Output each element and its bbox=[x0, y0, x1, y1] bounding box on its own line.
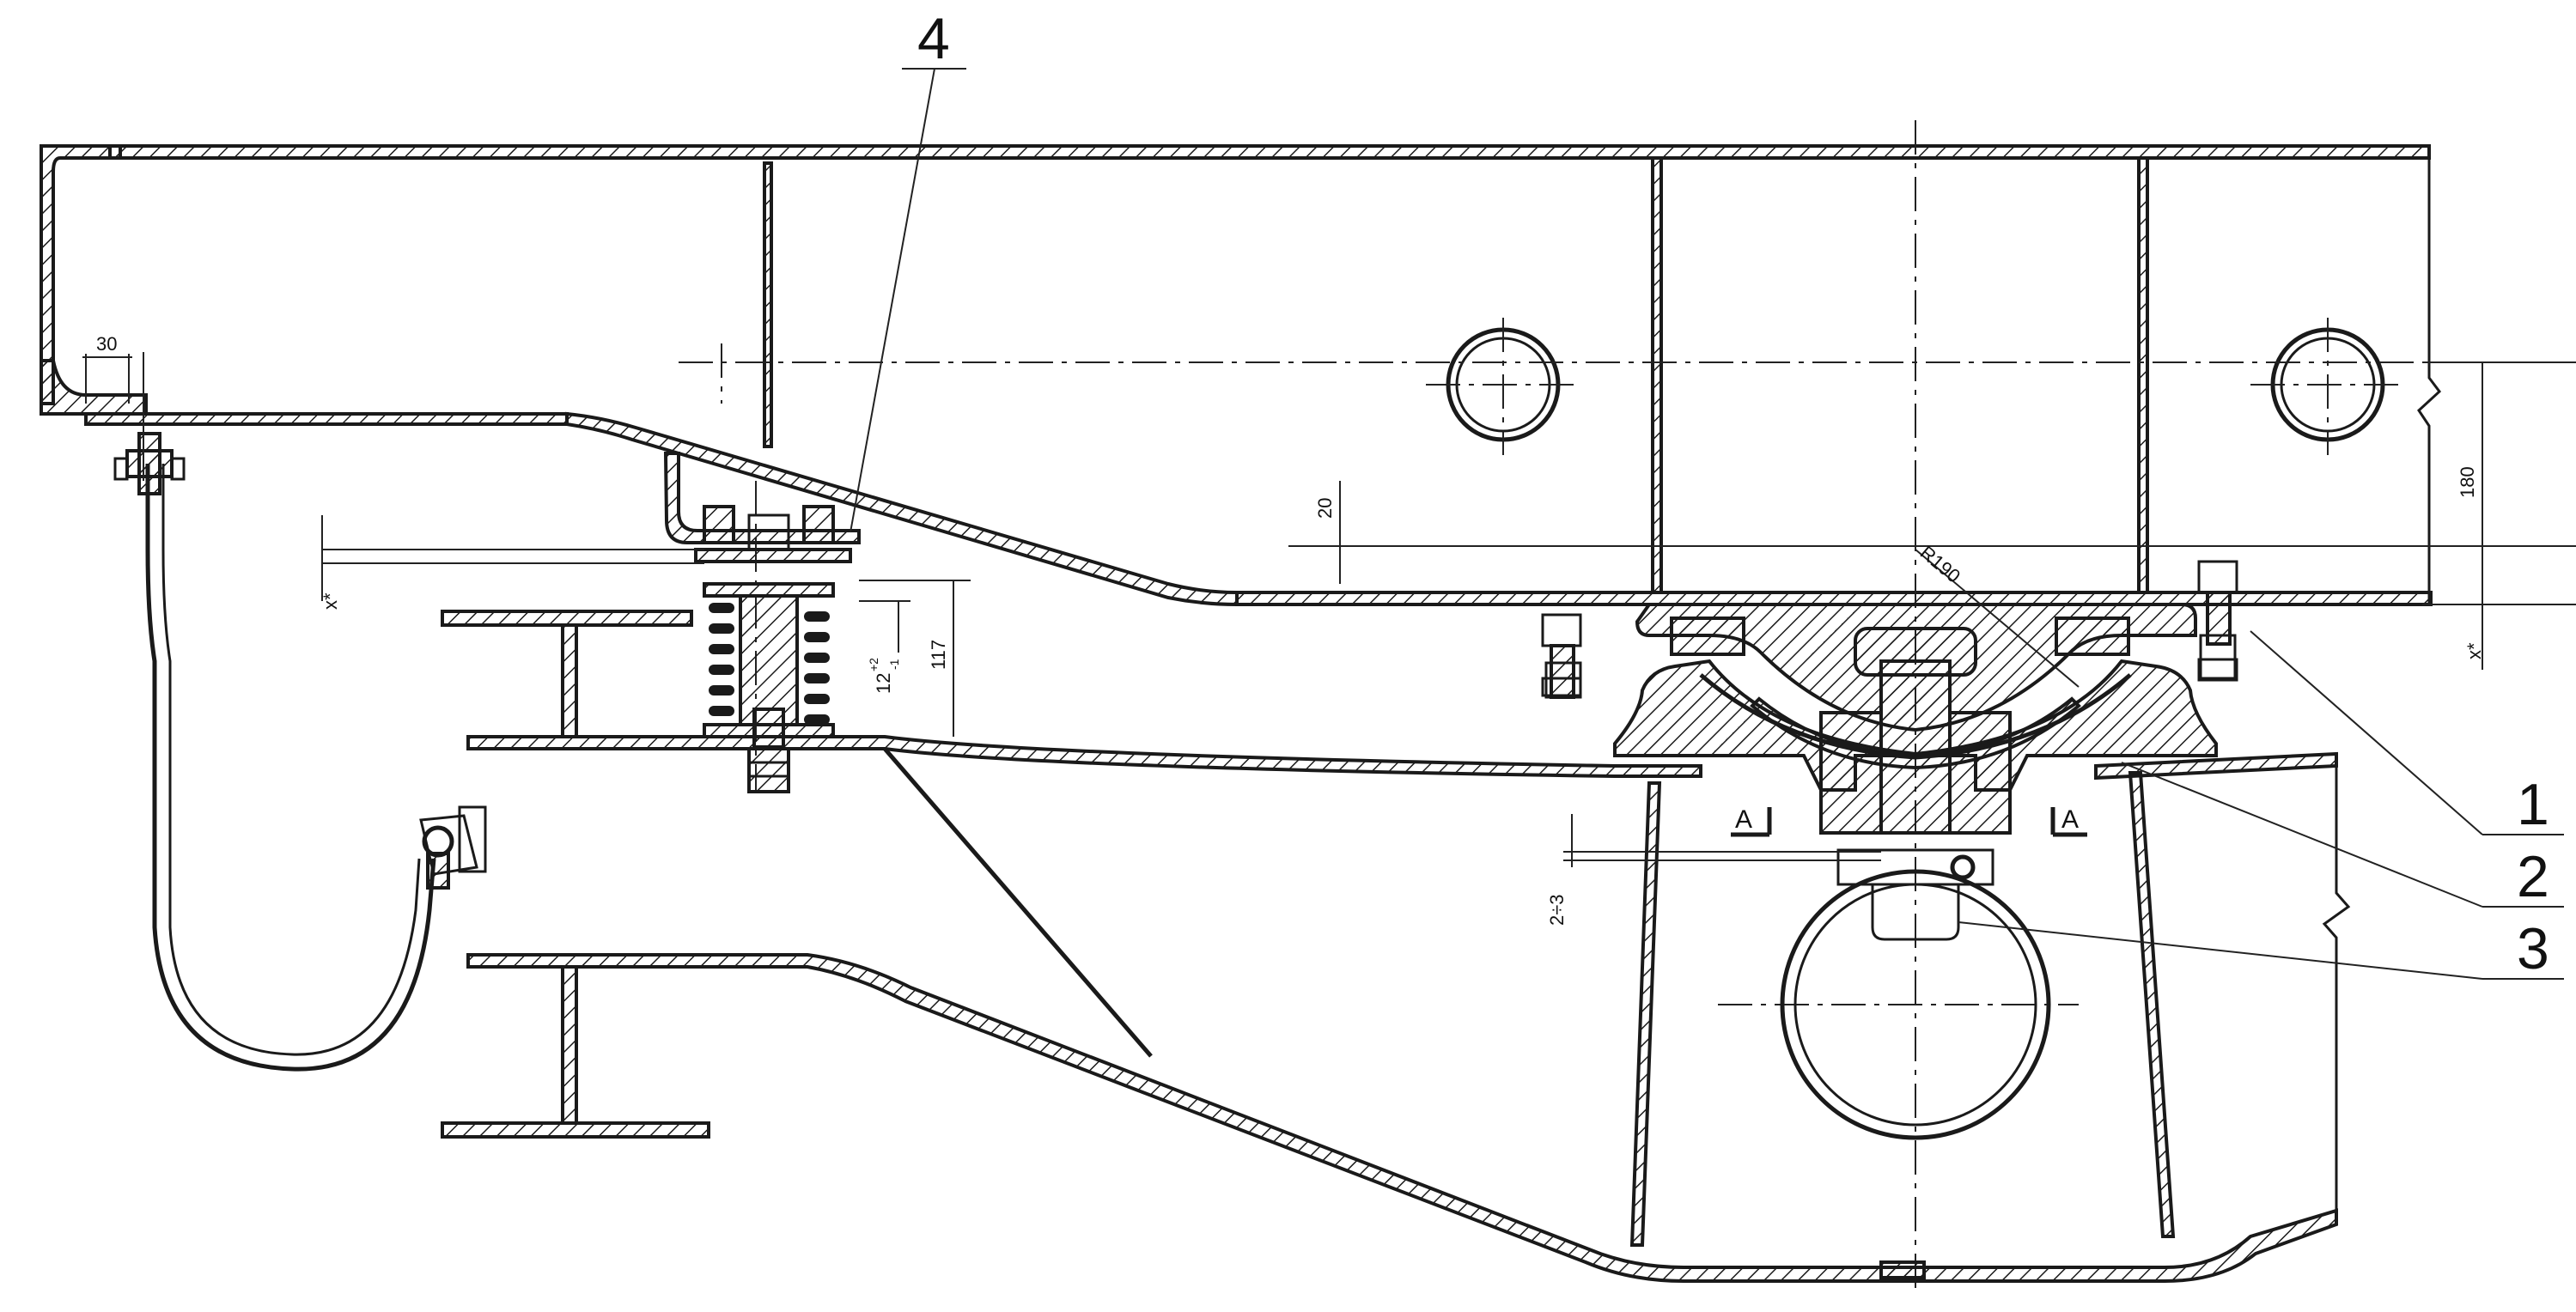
dimension-labels: 30 20 180 117 12 +2 -1 R190 2÷3 x* x* bbox=[96, 333, 2485, 926]
dim-180: 180 bbox=[2457, 466, 2478, 498]
callout-1: 1 bbox=[2517, 772, 2549, 837]
center-plate bbox=[1541, 560, 2238, 1140]
callout-2: 2 bbox=[2517, 844, 2549, 909]
dim-radius: R190 bbox=[1916, 542, 1964, 587]
dim-x-right: x* bbox=[2463, 642, 2485, 659]
left-i-beam bbox=[441, 610, 710, 1139]
section-label-left: A bbox=[1735, 805, 1752, 834]
ground-cable bbox=[113, 352, 478, 1072]
callout-3: 3 bbox=[2517, 916, 2549, 981]
section-labels: A A bbox=[1735, 805, 2079, 834]
callout-labels: 4 1 2 3 bbox=[917, 6, 2549, 981]
centerlines bbox=[679, 120, 2576, 1297]
dim-2-3: 2÷3 bbox=[1546, 894, 1568, 926]
dim-117: 117 bbox=[928, 640, 949, 670]
side-bearer bbox=[663, 452, 861, 793]
section-label-right: A bbox=[2061, 805, 2079, 834]
dim-12: 12 bbox=[873, 673, 894, 694]
upper-frame bbox=[40, 144, 2442, 607]
dim-12-tol-lower: -1 bbox=[887, 659, 901, 670]
callout-4: 4 bbox=[917, 6, 950, 71]
leader-lines bbox=[850, 68, 2564, 980]
dim-12-tol-upper: +2 bbox=[867, 658, 880, 671]
dim-x-left: x* bbox=[320, 592, 341, 610]
dim-30: 30 bbox=[96, 333, 117, 355]
dimension-lines bbox=[82, 354, 2576, 867]
dim-20: 20 bbox=[1314, 498, 1336, 519]
